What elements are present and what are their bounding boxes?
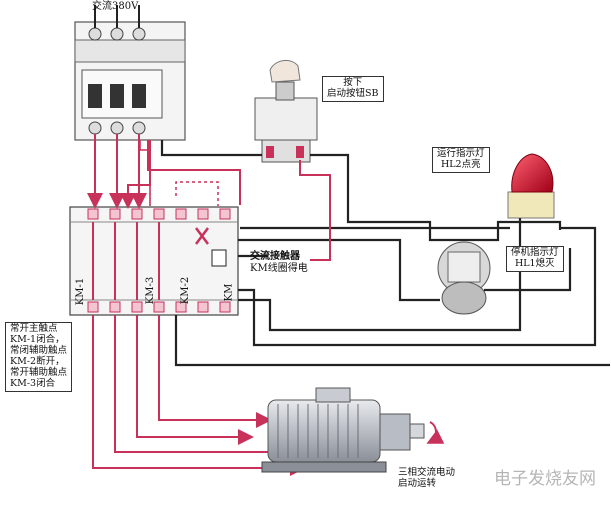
control-wires [160, 140, 610, 367]
start-button [254, 60, 318, 163]
start-button-callout-line-1: 按下 [343, 77, 363, 88]
contactor-callout: 交流接触器 KM线圈得电 [250, 251, 308, 274]
contacts-note-line-5: 常开辅助触点 [10, 366, 68, 378]
circuit-breaker [74, 21, 186, 141]
watermark: 电子发烧友网 [494, 469, 596, 489]
run-lamp-callout-line-1: 运行指示灯 [437, 148, 485, 159]
breaker-to-contactor-wires [87, 134, 151, 209]
contacts-note-line-6: KM-3闭合 [10, 377, 56, 389]
start-button-callout: 按下 启动按钮SB [322, 76, 384, 102]
terminal-km1-label: KM-1 [75, 277, 87, 306]
terminal-km-label: KM [223, 283, 235, 302]
supply-voltage-label: 交流380V [92, 1, 139, 12]
terminal-km2-label: KM-2 [180, 276, 192, 305]
run-lamp-callout-line-2: HL2点亮 [440, 158, 481, 170]
control-live-wires [147, 140, 331, 261]
run-lamp-callout: 运行指示灯 HL2点亮 [432, 147, 490, 173]
internal-contacts [92, 222, 160, 300]
breaker-lever-1 [88, 84, 102, 108]
contacts-note-line-1: 常开主触点 [10, 323, 58, 334]
motor-note-line-1: 三相交流电动 [398, 467, 456, 478]
motor-note-line-2: 启动运转 [398, 477, 437, 489]
km2-open-contact [195, 227, 209, 245]
supply-wires [94, 5, 140, 28]
motor-note: 三相交流电动 启动运转 [398, 467, 456, 490]
stop-lamp-callout-line-2: HL1熄灭 [514, 257, 555, 269]
contactor-callout-line-2: KM线圈得电 [250, 262, 308, 274]
stop-lamp-callout: 停机指示灯 HL1熄灭 [506, 246, 564, 272]
breaker-lever-2 [110, 84, 124, 108]
run-lamp [507, 153, 555, 219]
contacts-note-line-2: KM-1闭合， [10, 333, 65, 345]
stop-lamp [437, 241, 491, 315]
breaker-lever-3 [132, 84, 146, 108]
motor [261, 387, 445, 473]
contacts-note-line-4: KM-2断开， [10, 355, 65, 367]
stop-lamp-callout-line-1: 停机指示灯 [511, 247, 559, 258]
contactor [69, 206, 239, 316]
contacts-note-line-3: 常闭辅助触点 [10, 344, 68, 356]
contactor-top-terminals [87, 208, 231, 220]
start-button-callout-line-2: 启动按钮SB [327, 87, 379, 99]
terminal-km3-label: KM-3 [145, 276, 157, 305]
contactor-to-motor-wires [92, 315, 306, 476]
aux-live-wire [139, 140, 151, 206]
contacts-note: 常开主触点 KM-1闭合， 常闭辅助触点 KM-2断开， 常开辅助触点 KM-3… [5, 322, 73, 392]
contactor-callout-line-1: 交流接触器 [250, 251, 300, 262]
contactor-bottom-terminals [87, 301, 231, 313]
auxiliary-link [175, 181, 219, 206]
